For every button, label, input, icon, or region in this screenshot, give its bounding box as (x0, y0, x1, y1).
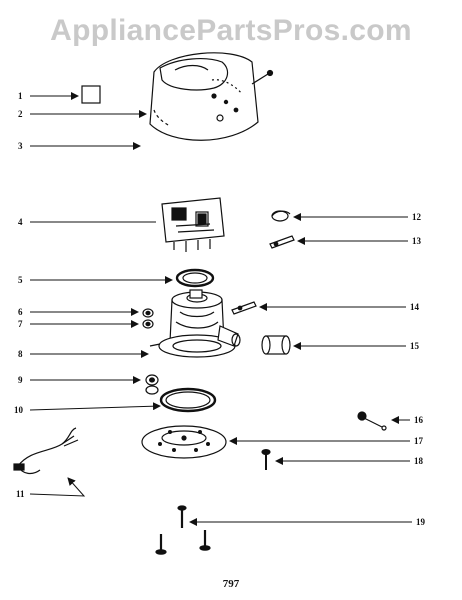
hood-screw (251, 69, 274, 85)
callout-13: 13 (412, 236, 421, 246)
callout-8: 8 (18, 349, 23, 359)
callout-6: 6 (18, 307, 23, 317)
callout-10: 10 (14, 405, 23, 415)
part-8-motor (149, 289, 241, 358)
part-18-screw (261, 449, 271, 470)
part-2-hood (149, 52, 259, 141)
callout-7: 7 (18, 319, 23, 329)
callout-3: 3 (18, 141, 23, 151)
callout-14: 14 (410, 302, 419, 312)
callout-17: 17 (414, 436, 423, 446)
part-1-plate (81, 85, 101, 104)
part-9-nut (145, 374, 159, 395)
part-13-terminal (269, 235, 295, 249)
callout-19: 19 (416, 517, 425, 527)
site-watermark: AppliancePartsPros.com (50, 14, 412, 47)
part-19-bolts (155, 505, 211, 555)
leader-lines (29, 92, 412, 526)
part-14-terminal (231, 301, 257, 315)
callout-15: 15 (410, 341, 419, 351)
callout-18: 18 (414, 456, 423, 466)
callout-5: 5 (18, 275, 23, 285)
part-6-nut (142, 308, 154, 318)
callout-16: 16 (414, 415, 423, 425)
part-7-nut (142, 319, 154, 329)
part-16-connector (357, 411, 387, 431)
callout-9: 9 (18, 375, 23, 385)
callout-11: 11 (16, 489, 25, 499)
callout-4: 4 (18, 217, 23, 227)
callout-2: 2 (18, 109, 23, 119)
part-12-clip (271, 210, 291, 222)
part-15-tube (261, 335, 291, 355)
part-17-base-plate (141, 425, 227, 459)
callout-12: 12 (412, 212, 421, 222)
part-10-gasket (159, 387, 217, 413)
part-4-control-panel (161, 197, 225, 252)
page-number: 797 (222, 578, 240, 590)
callout-1: 1 (18, 91, 23, 101)
part-5-gasket (175, 268, 215, 288)
part-11-cord (13, 427, 79, 475)
